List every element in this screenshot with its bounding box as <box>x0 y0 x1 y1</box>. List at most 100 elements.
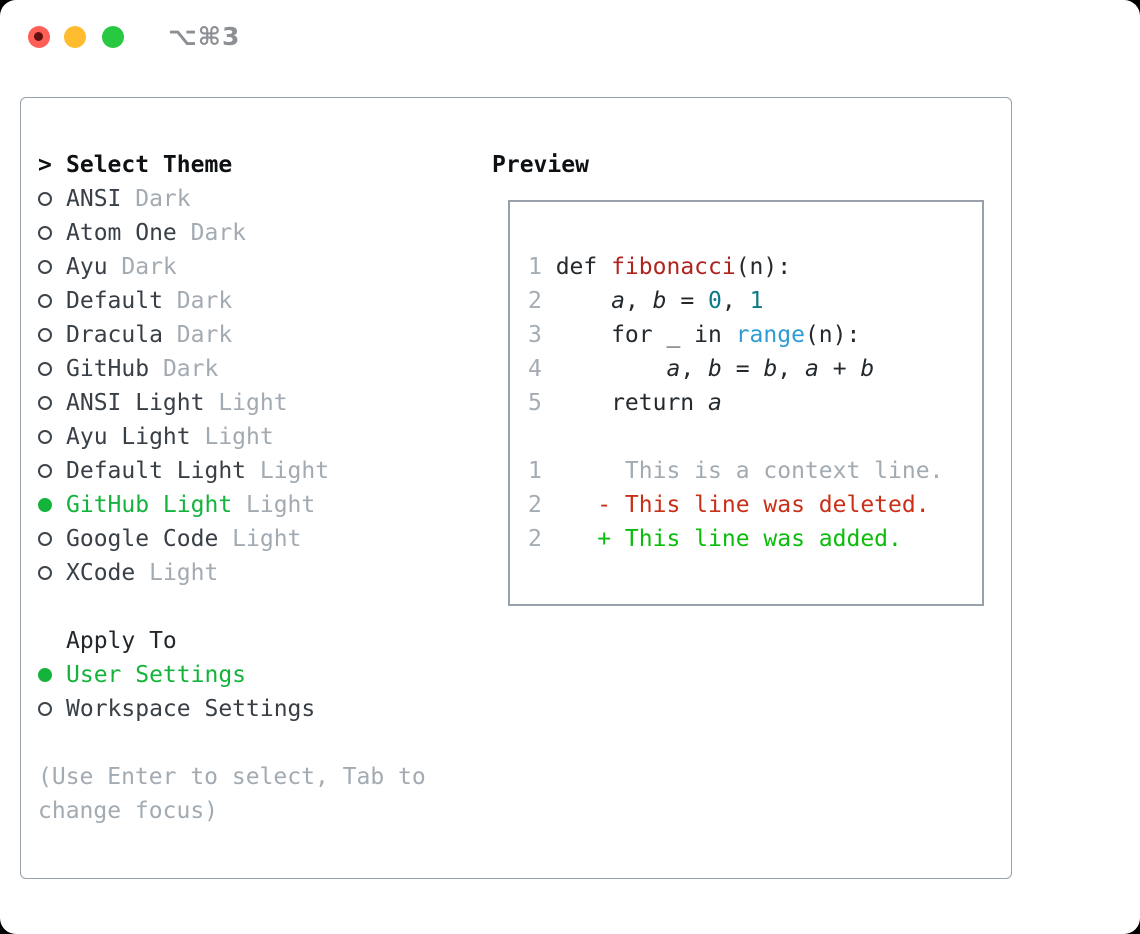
help-text-line-1: (Use Enter to select, Tab to <box>38 760 426 794</box>
theme-option-github[interactable]: GitHub Dark <box>38 352 426 386</box>
radio-unselected-icon <box>38 362 52 376</box>
close-button[interactable] <box>28 26 50 48</box>
diff-line-deleted: 2 - This line was deleted. <box>528 488 972 522</box>
theme-variant-tag: Dark <box>121 254 177 280</box>
theme-option-ansi-light[interactable]: ANSI Light Light <box>38 386 426 420</box>
line-number: 2 <box>528 288 542 314</box>
theme-name: Ayu Light <box>66 424 191 450</box>
titlebar: ⌥⌘3 <box>0 0 1140 72</box>
help-text: (Use Enter to select, Tab to <box>38 764 426 790</box>
cursor-caret-icon: > <box>38 152 52 178</box>
theme-option-ayu[interactable]: Ayu Dark <box>38 250 426 284</box>
spacer <box>38 590 426 624</box>
theme-variant-tag: Light <box>232 526 302 552</box>
code-text: return a <box>555 390 722 416</box>
theme-name: ANSI <box>66 186 122 212</box>
theme-name: Dracula <box>66 322 163 348</box>
blank-line <box>528 420 972 454</box>
apply-option-label: Workspace Settings <box>66 696 316 722</box>
theme-option-dracula[interactable]: Dracula Dark <box>38 318 426 352</box>
line-number: 1 <box>528 458 542 484</box>
theme-variant-tag: Light <box>204 424 274 450</box>
preview-title: Preview <box>492 152 589 178</box>
theme-variant-tag: Light <box>218 390 288 416</box>
radio-unselected-icon <box>38 294 52 308</box>
diff-line-added: 2 + This line was added. <box>528 522 972 556</box>
theme-name: Ayu <box>66 254 108 280</box>
theme-variant-tag: Light <box>246 492 316 518</box>
radio-unselected-icon <box>38 396 52 410</box>
apply-to-title: Apply To <box>66 628 177 654</box>
theme-option-ayu-light[interactable]: Ayu Light Light <box>38 420 426 454</box>
radio-unselected-icon <box>38 532 52 546</box>
apply-option-workspace-settings[interactable]: Workspace Settings <box>38 692 426 726</box>
theme-name: Google Code <box>66 526 219 552</box>
code-line-2: 2 a, b = 0, 1 <box>528 284 972 318</box>
line-number: 3 <box>528 322 542 348</box>
theme-option-default-light[interactable]: Default Light Light <box>38 454 426 488</box>
preview-header: Preview <box>492 148 589 182</box>
apply-option-user-settings[interactable]: User Settings <box>38 658 426 692</box>
window-title: ⌥⌘3 <box>168 22 241 51</box>
theme-option-ansi[interactable]: ANSI Dark <box>38 182 426 216</box>
zoom-button[interactable] <box>102 26 124 48</box>
radio-unselected-icon <box>38 328 52 342</box>
radio-unselected-icon <box>38 464 52 478</box>
theme-name: GitHub Light <box>66 492 233 518</box>
radio-unselected-icon <box>38 702 52 716</box>
radio-unselected-icon <box>38 192 52 206</box>
radio-unselected-icon <box>38 566 52 580</box>
theme-name: Atom One <box>66 220 177 246</box>
code-line-1: 1 def fibonacci(n): <box>528 250 972 284</box>
theme-variant-tag: Light <box>149 560 219 586</box>
theme-variant-tag: Dark <box>135 186 191 212</box>
code-text: a, b = 0, 1 <box>611 288 764 314</box>
apply-option-label: User Settings <box>66 662 247 688</box>
help-text-line-2: change focus) <box>38 794 426 828</box>
theme-variant-tag: Dark <box>176 288 233 314</box>
line-number: 2 <box>528 492 542 518</box>
theme-name: ANSI Light <box>66 390 205 416</box>
theme-option-github-light[interactable]: GitHub Light Light <box>38 488 426 522</box>
line-number: 2 <box>528 526 542 552</box>
code-line-3: 3 for _ in range(n): <box>528 318 972 352</box>
diff-text: This is a context line. <box>555 458 944 484</box>
diff-line-context: 1 This is a context line. <box>528 454 972 488</box>
select-theme-header: > Select Theme <box>38 148 426 182</box>
theme-variant-tag: Dark <box>176 322 233 348</box>
theme-option-atom-one[interactable]: Atom One Dark <box>38 216 426 250</box>
theme-option-default[interactable]: Default Dark <box>38 284 426 318</box>
spacer <box>38 726 426 760</box>
theme-option-google-code[interactable]: Google Code Light <box>38 522 426 556</box>
theme-name: Default Light <box>66 458 247 484</box>
code-line-5: 5 return a <box>528 386 972 420</box>
minimize-button[interactable] <box>64 26 86 48</box>
theme-name: GitHub <box>66 356 150 382</box>
diff-text: + This line was added. <box>555 526 902 552</box>
theme-variant-tag: Dark <box>190 220 247 246</box>
theme-option-xcode[interactable]: XCode Light <box>38 556 426 590</box>
code-text: a, b = b, a + b <box>666 356 875 382</box>
radio-selected-icon <box>38 668 52 682</box>
theme-name: Default <box>66 288 163 314</box>
diff-text: - This line was deleted. <box>555 492 930 518</box>
help-text: change focus) <box>38 798 219 824</box>
radio-unselected-icon <box>38 226 52 240</box>
radio-unselected-icon <box>38 430 52 444</box>
theme-name: XCode <box>66 560 136 586</box>
code-text: for _ in range(n): <box>555 322 861 348</box>
line-number: 1 <box>528 254 542 280</box>
line-number: 5 <box>528 390 542 416</box>
theme-variant-tag: Light <box>259 458 330 484</box>
radio-selected-icon <box>38 498 52 512</box>
line-number: 4 <box>528 356 542 382</box>
code-text: def fibonacci(n): <box>555 254 792 280</box>
theme-variant-tag: Dark <box>162 356 219 382</box>
